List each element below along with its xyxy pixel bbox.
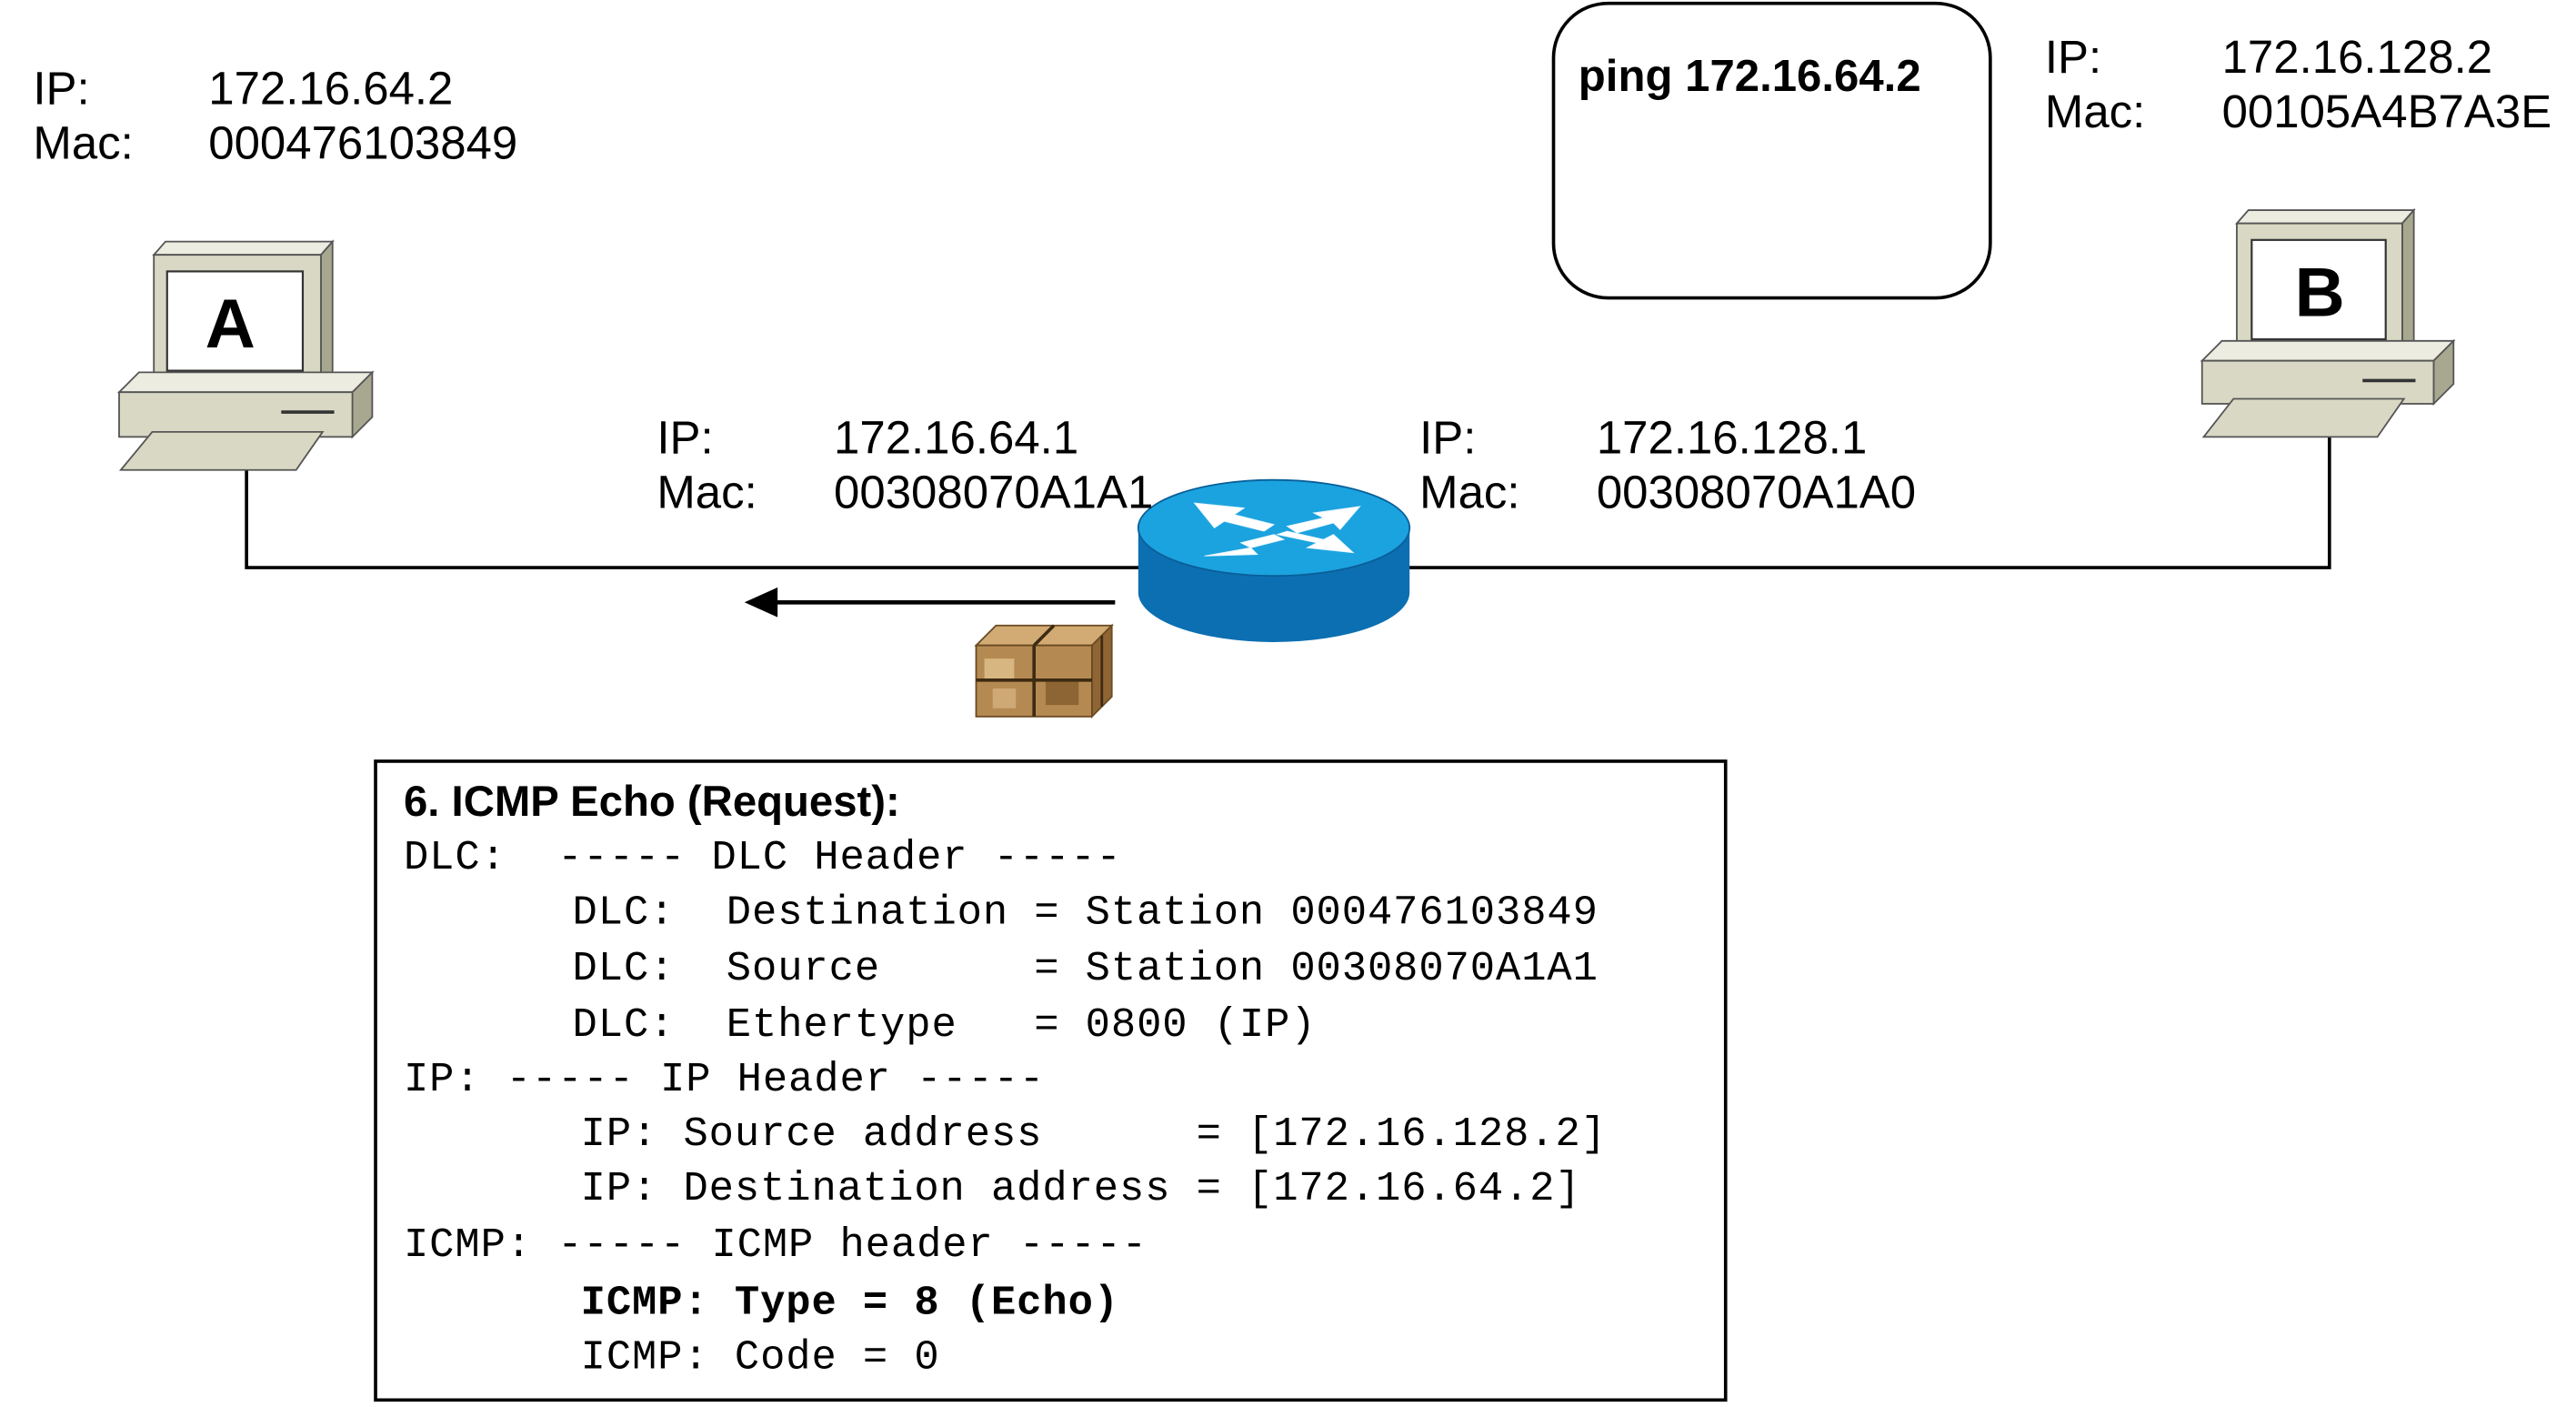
packet-icon <box>974 623 1114 719</box>
router-right-mac-value: 00308070A1A0 <box>1596 467 1917 518</box>
host-b-ip-value: 172.16.128.2 <box>2221 31 2493 83</box>
router-right-ip-value: 172.16.128.1 <box>1596 412 1868 464</box>
detail-line-icmp-header: ICMP: ----- ICMP header ----- <box>403 1221 1148 1270</box>
host-a-ip-label: IP: <box>33 63 90 115</box>
packet-detail-title: 6. ICMP Echo (Request): <box>403 776 900 826</box>
router-right-mac-label: Mac: <box>1419 467 1520 518</box>
detail-line-icmp-code: ICMP: Code = 0 <box>580 1333 940 1382</box>
computer-b <box>2200 207 2456 438</box>
direction-arrow <box>744 587 1116 618</box>
detail-line-dlc-source: DLC: Source = Station 00308070A1A1 <box>572 944 1599 993</box>
packet-detail-box: 6. ICMP Echo (Request): DLC: ----- DLC H… <box>374 759 1728 1402</box>
host-a-ip-value: 172.16.64.2 <box>208 63 454 115</box>
router-left-mac-label: Mac: <box>657 467 757 518</box>
detail-line-ip-destination: IP: Destination address = [172.16.64.2] <box>580 1164 1581 1213</box>
ping-command: ping 172.16.64.2 <box>1578 51 1921 101</box>
router-right-ip-label: IP: <box>1419 412 1477 464</box>
host-b-mac-label: Mac: <box>2044 85 2146 138</box>
detail-line-dlc-destination: DLC: Destination = Station 000476103849 <box>572 889 1599 937</box>
host-a-mac-value: 000476103849 <box>208 117 518 169</box>
host-a-letter: A <box>205 284 256 363</box>
computer-a <box>116 239 375 471</box>
router-icon <box>1137 478 1411 642</box>
detail-line-dlc-header: DLC: ----- DLC Header ----- <box>403 834 1122 882</box>
detail-line-ip-header: IP: ----- IP Header ----- <box>403 1055 1046 1104</box>
router-left-ip-label: IP: <box>657 412 714 464</box>
ping-callout: ping 172.16.64.2 <box>1551 1 1992 300</box>
detail-line-ip-source: IP: Source address = [172.16.128.2] <box>580 1110 1607 1159</box>
detail-line-dlc-ethertype: DLC: Ethertype = 0800 (IP) <box>572 1000 1317 1050</box>
host-b-ip-label: IP: <box>2044 31 2102 83</box>
detail-line-icmp-type: ICMP: Type = 8 (Echo) <box>580 1279 1120 1328</box>
host-b-mac-value: 00105A4B7A3E <box>2221 85 2552 138</box>
link-router-to-b <box>1406 437 2331 569</box>
host-a-mac-label: Mac: <box>33 117 134 169</box>
link-a-to-router <box>245 469 1142 569</box>
router-left-ip-value: 172.16.64.1 <box>834 412 1079 464</box>
router-left-mac-value: 00308070A1A1 <box>834 467 1154 518</box>
host-b-letter: B <box>2294 253 2345 331</box>
